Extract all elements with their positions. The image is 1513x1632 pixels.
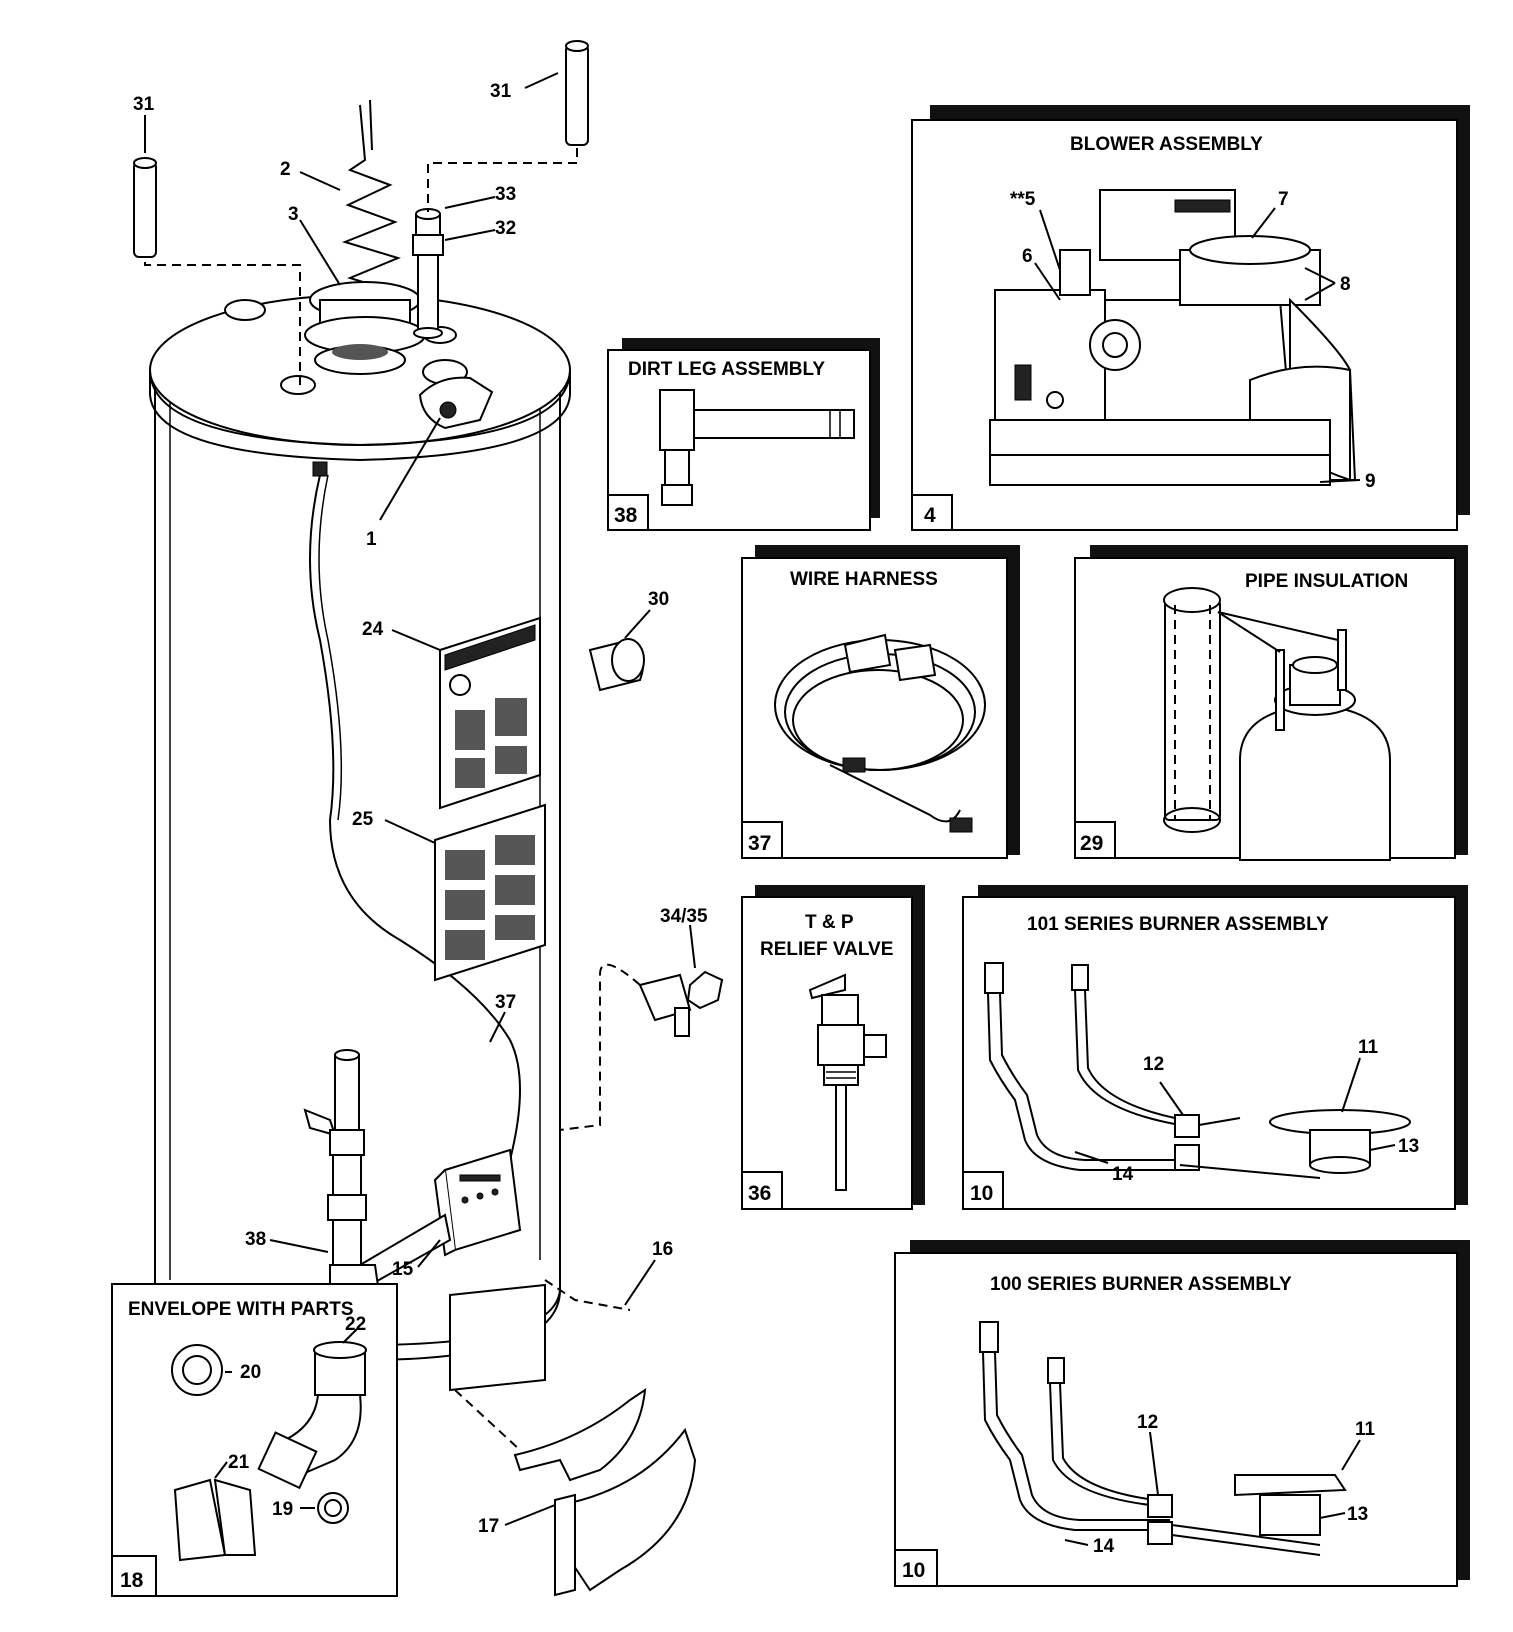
envelope-label-20: 20 xyxy=(240,1362,261,1383)
blower-assembly-title: BLOWER ASSEMBLY xyxy=(1070,134,1263,155)
burner-100-label-14: 14 xyxy=(1093,1536,1115,1557)
instruction-label xyxy=(434,803,546,982)
envelope-label-19: 19 xyxy=(272,1499,293,1520)
burner-101-title: 101 SERIES BURNER ASSEMBLY xyxy=(1027,914,1329,935)
callout-38: 38 xyxy=(245,1229,266,1250)
callout-25: 25 xyxy=(352,809,374,830)
burner-100-label-12: 12 xyxy=(1137,1412,1158,1433)
dirt-leg-assembly-title: DIRT LEG ASSEMBLY xyxy=(628,359,825,380)
dirt-leg-panel-number: 38 xyxy=(614,504,638,527)
burner-101-label-13: 13 xyxy=(1398,1136,1419,1157)
callout-31-right: 31 xyxy=(490,81,512,102)
blower-label-8: 8 xyxy=(1340,274,1351,295)
callout-leaders xyxy=(144,72,696,1526)
tp-valve-title-line2: RELIEF VALVE xyxy=(760,939,893,960)
draft-hood xyxy=(304,281,426,375)
callout-24: 24 xyxy=(362,619,384,640)
callout-3: 3 xyxy=(288,204,299,225)
burner-100-panel-number: 10 xyxy=(902,1559,925,1582)
callout-17: 17 xyxy=(478,1516,499,1537)
blower-label-7: 7 xyxy=(1278,189,1289,210)
pipe-insulation-panel-number: 29 xyxy=(1080,832,1103,855)
blower-panel-number: 4 xyxy=(924,504,936,527)
panel-dirt-leg-assembly xyxy=(607,338,880,531)
inner-door xyxy=(513,1387,647,1482)
burner-100-label-13: 13 xyxy=(1347,1504,1368,1525)
heat-trap-nipple-right xyxy=(565,40,589,146)
envelope-panel-number: 18 xyxy=(120,1569,144,1592)
hot-outlet-nipple xyxy=(412,208,444,339)
grommet xyxy=(588,638,645,692)
burner-access-door xyxy=(554,1427,697,1597)
panel-envelope-with-parts xyxy=(111,1283,398,1597)
panel-100-series-burner xyxy=(894,1240,1470,1587)
burner-101-label-14: 14 xyxy=(1112,1164,1134,1185)
burner-101-label-11: 11 xyxy=(1358,1037,1379,1058)
burner-101-label-12: 12 xyxy=(1143,1054,1164,1075)
blower-label-9: 9 xyxy=(1365,471,1376,492)
envelope-label-22: 22 xyxy=(345,1314,366,1335)
flue-baffle xyxy=(341,99,401,306)
callout-34-35: 34/35 xyxy=(660,906,708,927)
danger-label xyxy=(439,616,541,810)
callout-37: 37 xyxy=(495,992,516,1013)
gas-control-valve xyxy=(358,1148,522,1287)
tp-valve-panel-number: 36 xyxy=(748,1182,771,1205)
burner-100-label-11: 11 xyxy=(1355,1419,1376,1440)
drain-valve-leader xyxy=(559,963,641,1131)
callout-30: 30 xyxy=(648,589,669,610)
tp-valve-title-line1: T & P xyxy=(805,912,854,933)
callout-16: 16 xyxy=(652,1239,673,1260)
callout-32: 32 xyxy=(495,218,516,239)
panel-pipe-insulation xyxy=(1074,545,1468,861)
pipe-insulation-title: PIPE INSULATION xyxy=(1245,571,1408,592)
callout-33: 33 xyxy=(495,184,516,205)
burner-100-title: 100 SERIES BURNER ASSEMBLY xyxy=(990,1274,1292,1295)
heat-trap-nipple-left xyxy=(133,157,157,258)
callout-31-left: 31 xyxy=(133,94,155,115)
burner-101-panel-number: 10 xyxy=(970,1182,993,1205)
thermal-switch xyxy=(418,376,494,430)
blower-label-6: 6 xyxy=(1022,246,1033,267)
panel-tp-relief-valve xyxy=(741,885,925,1210)
callout-1: 1 xyxy=(366,529,377,550)
envelope-title: ENVELOPE WITH PARTS xyxy=(128,1299,354,1320)
callout-2: 2 xyxy=(280,159,291,180)
wire-harness-panel-number: 37 xyxy=(748,832,771,855)
drain-valve xyxy=(638,970,724,1037)
wire-harness-title: WIRE HARNESS xyxy=(790,569,938,590)
wire-harness-cable xyxy=(309,474,521,1161)
callout-15: 15 xyxy=(392,1259,414,1280)
blower-label-5: **5 xyxy=(1010,189,1036,210)
envelope-label-21: 21 xyxy=(228,1452,250,1473)
outer-door xyxy=(449,1283,546,1392)
panel-wire-harness xyxy=(741,545,1020,859)
panel-101-series-burner xyxy=(962,885,1468,1210)
panel-blower-assembly xyxy=(911,105,1470,531)
